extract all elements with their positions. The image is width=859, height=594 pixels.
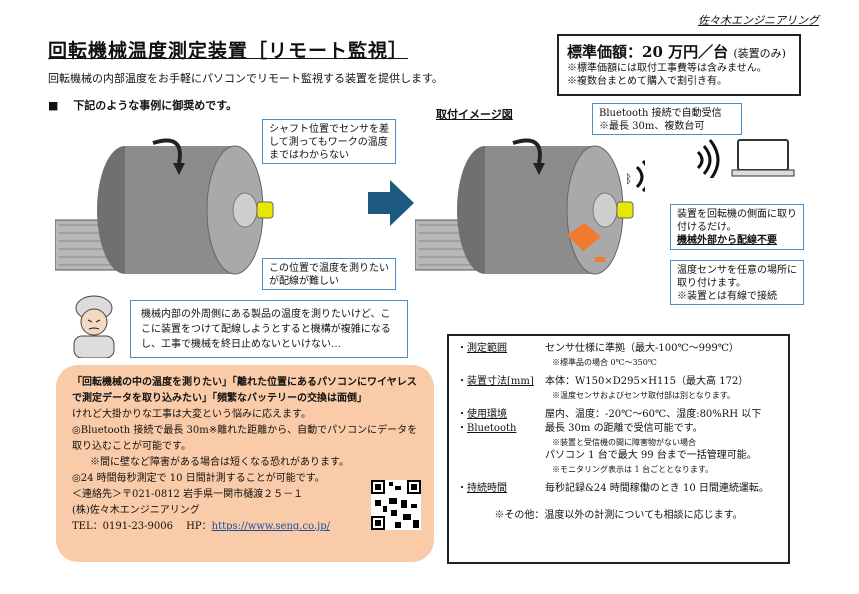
laptop-icon [737, 139, 789, 171]
shaft-sensor-icon [256, 201, 274, 219]
info-line-3: ◎Bluetooth 接続で最長 30m※離れた距離から、自動でパソコンにデータ… [72, 425, 418, 452]
spec-row-duration: ・持続時間毎秒記録&24 時間稼働のとき 10 日間連続運転。 [457, 483, 769, 494]
qr-code-icon[interactable] [371, 480, 421, 530]
price-main: 標準価額：20 万円／台 (装置のみ) [567, 43, 786, 61]
price-box: 標準価額：20 万円／台 (装置のみ) ※標準価額には取付工事費等は含みません。… [557, 34, 801, 96]
info-line-1: 「回転機械の中の温度を測りたい」「離れた位置にあるパソコンにワイヤレスで測定デー… [72, 377, 417, 404]
info-line-4: ※間に壁など障害がある場合は短くなる恐れがあります。 [90, 457, 349, 468]
company-header: 佐々木エンジニアリング [698, 14, 819, 27]
spec-row-size: ・装置寸法[mm]本体：W150×D295×H115（最大高 172） [457, 376, 749, 387]
page-title: 回転機械温度測定装置［リモート監視］ [48, 40, 409, 62]
price-note-2: ※複数台まとめて購入で割引き有。 [567, 76, 727, 87]
website-link[interactable]: https://www.seng.co.jp/ [211, 521, 330, 532]
bluetooth-icon: ᛒ [625, 172, 632, 186]
machine-illustration-after: ᛒ [415, 138, 645, 275]
price-note-1: ※標準価額には取付工事費等は含みません。 [567, 63, 767, 74]
contact-phone: TEL：0191-23-9006 HP：https://www.seng.co.… [72, 521, 330, 532]
info-line-5: ◎24 時間毎秒測定で 10 日間計測することが可能です。 [72, 473, 325, 484]
rotation-arrow-icon [152, 138, 182, 164]
callout-shaft: シャフト位置でセンサを差して測ってもワークの温度まではわからない [262, 119, 396, 164]
contact-address: ＜連絡先＞〒021-0812 岩手県一関市樋渡２５－１ [72, 489, 304, 500]
speech-bubble: 機械内部の外周側にある製品の温度を測りたいけど、ここに装置をつけて配線しようとす… [130, 300, 408, 358]
callout-wiring: この位置で温度を測りたいが配線が難しい [262, 258, 396, 290]
laptop-illustration [696, 139, 795, 178]
spec-row-range: ・測定範囲センサ仕様に準拠（最大-100℃～999℃） [457, 343, 739, 354]
transition-arrow-icon [368, 180, 414, 226]
spec-table: ・測定範囲センサ仕様に準拠（最大-100℃～999℃） ※標準品の場合 0℃～3… [447, 334, 790, 564]
remote-device-icon [567, 223, 601, 251]
wireless-signal-icon [635, 160, 645, 193]
spec-other-note: ※その他：温度以外の計測についても相談に応じます。 [494, 510, 743, 521]
bullet-heading: ■ 下記のような事例に御奨めです。 [48, 99, 238, 112]
laptop-signal-icon [696, 139, 720, 178]
worker-avatar [73, 295, 115, 358]
info-box: 「回転機械の中の温度を測りたい」「離れた位置にあるパソコンにワイヤレスで測定デー… [56, 365, 434, 562]
intro-text: 回転機械の内部温度をお手軽にパソコンでリモート監視する装置を提供します。 [48, 72, 443, 85]
info-line-2: けれど大掛かりな工事は大変という悩みに応えます。 [72, 409, 311, 420]
image-label: 取付イメージ図 [436, 108, 513, 121]
callout-bluetooth: Bluetooth 接続で自動受信 ※最長 30m、複数台可 [592, 103, 742, 135]
spec-row-environment: ・使用環境屋内、温度：-20℃～60℃、湿度:80%RH 以下 [457, 409, 762, 420]
callout-sensor: 温度センサを任意の場所に取り付けます。 ※装置とは有線で接続 [670, 260, 804, 305]
contact-company: (株)佐々木エンジニアリング [72, 505, 200, 516]
machine-illustration-before [55, 138, 274, 275]
callout-side-mount: 装置を回転機の側面に取り付けるだけ。 機械外部から配線不要 [670, 204, 804, 250]
